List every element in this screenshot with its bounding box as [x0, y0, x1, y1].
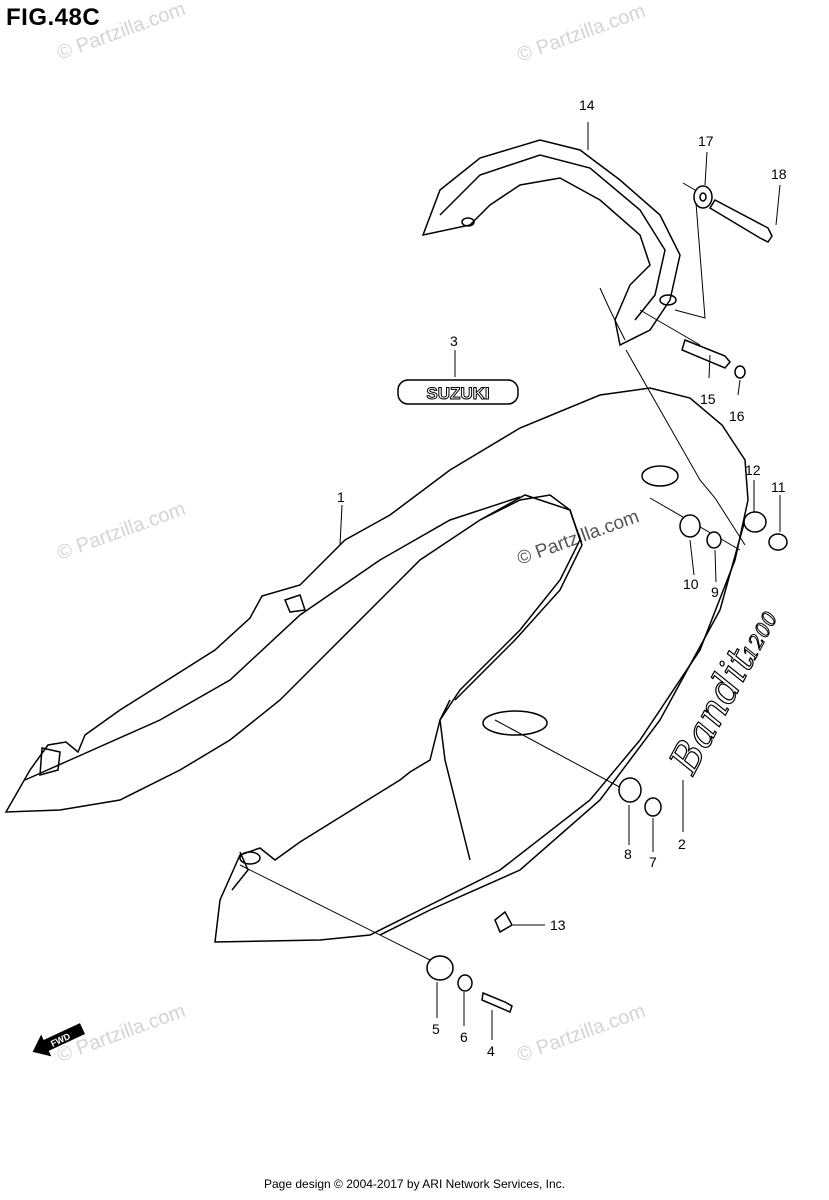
- leader-lines: [339, 122, 781, 1040]
- callout-6: 6: [460, 1029, 468, 1045]
- callout-7: 7: [649, 854, 657, 870]
- watermark-top-left: © Partzilla.com: [54, 0, 188, 65]
- phantom-lines: [239, 182, 746, 966]
- callout-15: 15: [700, 391, 716, 407]
- bandit-decal-script: Bandit: [661, 641, 765, 782]
- watermark-bottom-right: © Partzilla.com: [514, 1000, 648, 1067]
- callout-13: 13: [550, 917, 566, 933]
- suzuki-emblem-text: SUZUKI: [426, 384, 489, 403]
- bandit-decal-number: 1200: [737, 607, 782, 663]
- grab-handle: [421, 139, 681, 347]
- callout-9: 9: [711, 584, 719, 600]
- suzuki-emblem: SUZUKI: [397, 379, 519, 405]
- callout-2: 2: [678, 836, 686, 852]
- watermark-mid-center: © Partzilla.com: [515, 506, 642, 570]
- callout-1: 1: [337, 489, 345, 505]
- page-footer: Page design © 2004-2017 by ARI Network S…: [263, 1177, 565, 1191]
- callout-4: 4: [487, 1043, 495, 1059]
- callout-18: 18: [771, 166, 787, 182]
- figure-title: FIG.48C: [6, 4, 101, 31]
- callout-numbers: 1 2 3 4 5 6 7 8 9 10 11 12 13 14 15 16 1…: [337, 97, 787, 1059]
- callout-5: 5: [432, 1021, 440, 1037]
- callout-3: 3: [450, 333, 458, 349]
- callout-11: 11: [771, 479, 786, 495]
- bandit-decal: Bandit 1200: [660, 607, 783, 783]
- hardware: [426, 185, 788, 1014]
- watermark-top-right: © Partzilla.com: [514, 0, 648, 67]
- callout-8: 8: [624, 846, 632, 862]
- callout-14: 14: [579, 97, 595, 113]
- seat-tail-cover: [4, 387, 749, 943]
- callout-10: 10: [683, 576, 699, 592]
- callout-16: 16: [729, 408, 745, 424]
- callout-12: 12: [745, 462, 761, 478]
- callout-17: 17: [698, 133, 714, 149]
- watermark-mid-left: © Partzilla.com: [54, 498, 188, 565]
